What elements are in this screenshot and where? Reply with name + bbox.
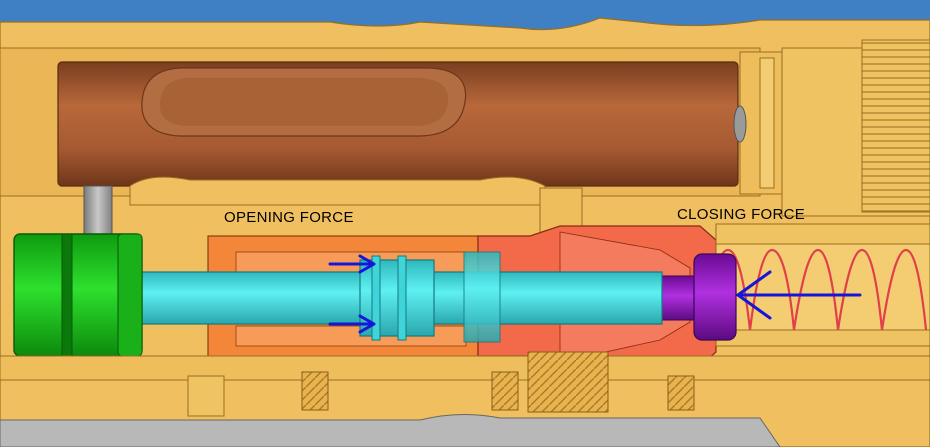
barrel-lower-lobe	[129, 176, 546, 206]
green-cap-groove	[61, 233, 73, 357]
screw-4	[667, 375, 695, 411]
left-arrow-icon	[736, 270, 862, 320]
bottom-base	[0, 413, 781, 447]
green-cap-rim	[117, 233, 143, 357]
valve-head	[693, 253, 737, 341]
barrel-end-boss	[733, 105, 747, 143]
screw-2	[491, 371, 519, 411]
stem-sleeve	[463, 251, 501, 343]
closing-force-arrow	[736, 270, 862, 320]
lower-block-1	[187, 375, 225, 417]
screw-1	[301, 371, 329, 411]
opening-force-arrows	[328, 254, 376, 334]
screw-3	[527, 351, 609, 413]
right-arrow-icon	[328, 254, 376, 274]
barrel-end-ring	[759, 57, 775, 189]
piston-ring-1	[371, 255, 381, 341]
piston-ring-2	[397, 255, 407, 341]
lower-rail	[0, 355, 930, 381]
barrel-slot-inner	[159, 78, 449, 126]
closing-force-label: CLOSING FORCE	[677, 206, 806, 223]
right-fitting-thread	[861, 39, 930, 213]
opening-force-label: OPENING FORCE	[224, 209, 354, 226]
right-arrow-icon	[328, 314, 376, 334]
